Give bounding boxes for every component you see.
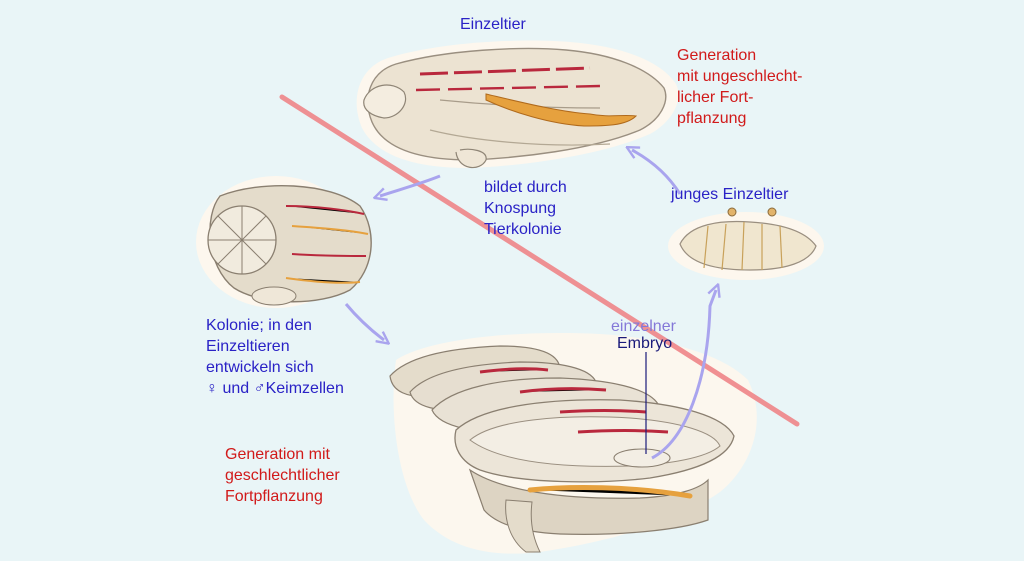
label-budding: bildet durch Knospung Tierkolonie (484, 179, 567, 238)
generation-divider-line (279, 94, 800, 427)
label-young-animal: junges Einzeltier (671, 186, 789, 203)
arrow-young-to-solitary (632, 150, 682, 195)
sexual-generation-chain-drawing (389, 333, 757, 554)
colony-drawing (196, 176, 372, 308)
label-einzeltier: Einzeltier (460, 16, 526, 33)
label-single: einzelner (611, 318, 676, 335)
young-animal-drawing (668, 207, 824, 280)
arrow-embryo-to-young (651, 290, 716, 460)
label-colony: Kolonie; in den Einzeltieren entwickeln … (206, 317, 344, 397)
solitary-animal-drawing (356, 40, 679, 169)
arrow-to-colony (380, 174, 441, 196)
label-asexual-generation: Generation mit ungeschlecht- licher Fort… (677, 47, 803, 127)
label-embryo: Embryo (617, 335, 673, 352)
arrow-to-chain (344, 303, 384, 340)
label-sexual-generation: Generation mit geschlechtlicher Fortpfla… (225, 446, 340, 505)
